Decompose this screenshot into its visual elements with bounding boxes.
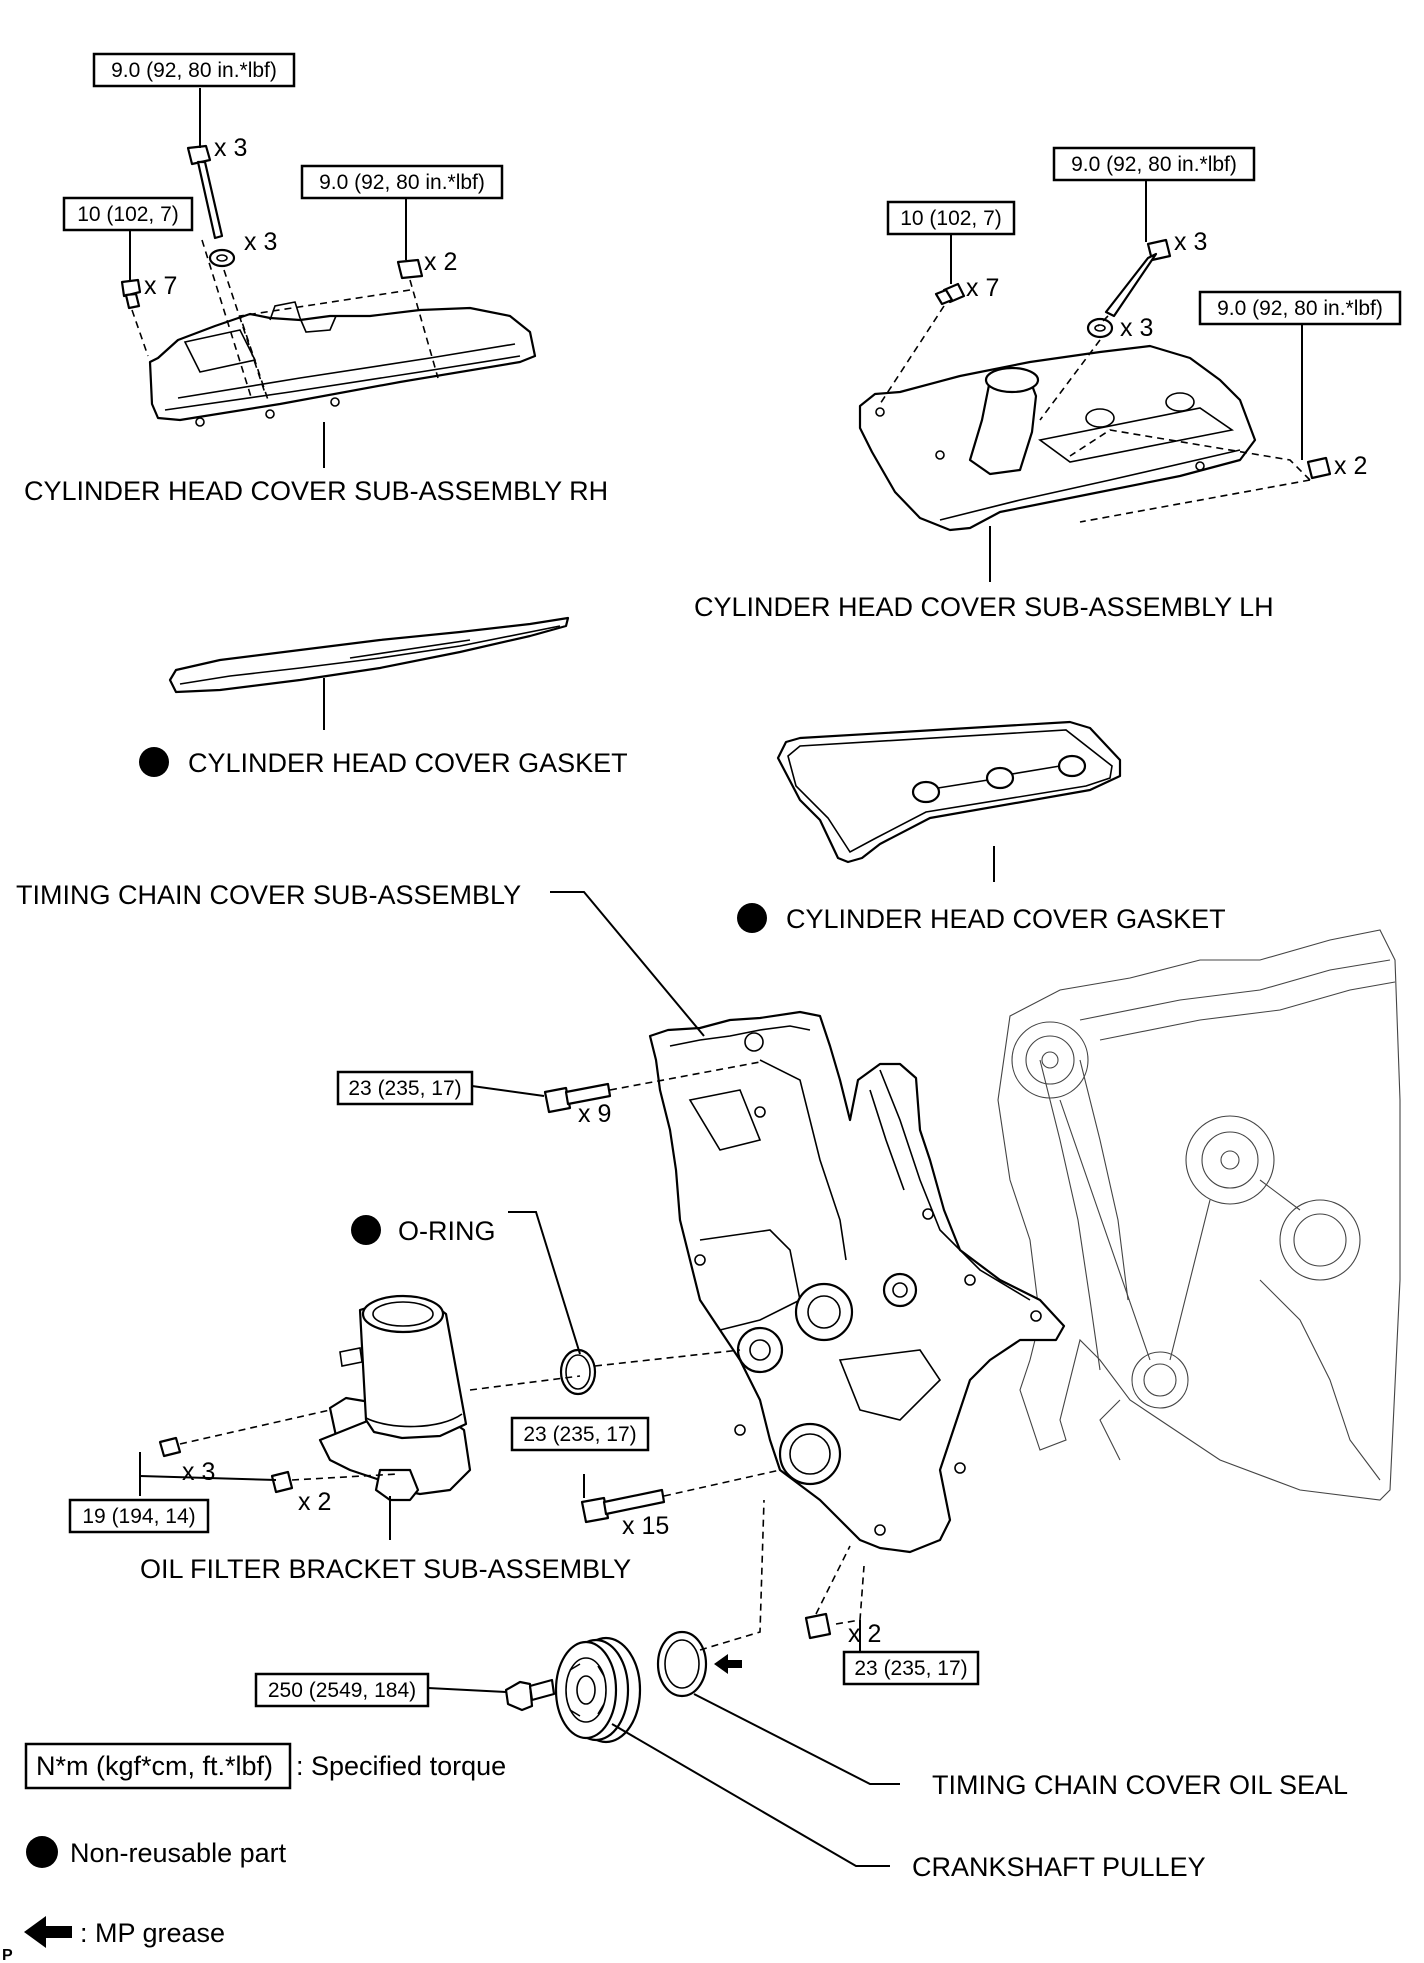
- o-ring: [559, 1348, 597, 1396]
- torque-box-rh-nut: 9.0 (92, 80 in.*lbf): [300, 164, 504, 200]
- qty-rh-short-bolt: x 7: [144, 272, 177, 300]
- legend-grease: : MP grease: [24, 1916, 225, 1948]
- torque-value: 23 (235, 17): [523, 1423, 636, 1446]
- qty-rh-washer: x 3: [244, 228, 277, 256]
- torque-box-oil-filter-bracket: 19 (194, 14): [68, 1498, 210, 1534]
- legend-grease-text: : MP grease: [80, 1918, 225, 1948]
- qty-lh-washer: x 3: [1120, 314, 1153, 342]
- torque-value: 9.0 (92, 80 in.*lbf): [1071, 153, 1237, 176]
- non-reusable-mark-gasket-lh: [737, 903, 767, 933]
- qty-bracket-nut: x 2: [298, 1488, 331, 1516]
- qty-chain-cover-upper: x 9: [578, 1100, 611, 1128]
- label-gasket-rh: CYLINDER HEAD COVER GASKET: [188, 748, 628, 778]
- crank-pulley-bolt: [504, 1678, 556, 1712]
- torque-value: 19 (194, 14): [82, 1505, 195, 1528]
- qty-lh-short-bolt: x 7: [966, 274, 999, 302]
- torque-value: 9.0 (92, 80 in.*lbf): [1217, 297, 1383, 320]
- bracket-bolt: [158, 1436, 182, 1458]
- chain-cover-nut: [804, 1612, 832, 1640]
- grease-arrow-icon: [24, 1916, 72, 1948]
- non-reusable-icon: [26, 1836, 58, 1868]
- torque-box-rh-short-bolt: 10 (102, 7): [62, 196, 194, 232]
- torque-box-lh-short-bolt: 10 (102, 7): [886, 200, 1016, 236]
- cylinder-head-cover-lh: [858, 344, 1257, 532]
- label-timing-cover: TIMING CHAIN COVER SUB-ASSEMBLY: [16, 880, 521, 910]
- lh-short-bolt: [934, 282, 966, 306]
- torque-box-rh-long-bolt: 9.0 (92, 80 in.*lbf): [92, 52, 296, 88]
- oil-filter-bracket: [318, 1294, 472, 1502]
- lh-nut: [1306, 456, 1332, 480]
- torque-box-crank-pulley: 250 (2549, 184): [254, 1672, 430, 1708]
- bracket-nut: [270, 1470, 294, 1494]
- qty-chain-cover-lower: x 15: [622, 1512, 669, 1540]
- rh-washer: [208, 248, 236, 268]
- timing-chain-cover-oil-seal: [656, 1630, 708, 1698]
- lh-long-bolt: [1104, 238, 1172, 318]
- torque-value: 250 (2549, 184): [268, 1679, 416, 1702]
- torque-value: 9.0 (92, 80 in.*lbf): [111, 59, 277, 82]
- torque-value: 23 (235, 17): [854, 1657, 967, 1680]
- rh-short-bolt: [120, 278, 142, 310]
- qty-rh-nut: x 2: [424, 248, 457, 276]
- torque-box-chain-cover-lower: 23 (235, 17): [510, 1416, 650, 1452]
- rh-nut: [396, 258, 424, 280]
- torque-value: 23 (235, 17): [348, 1077, 461, 1100]
- legend-torque: N*m (kgf*cm, ft.*lbf) : Specified torque: [24, 1742, 506, 1790]
- label-cover-lh: CYLINDER HEAD COVER SUB-ASSEMBLY LH: [694, 592, 1274, 622]
- label-o-ring: O-RING: [398, 1216, 496, 1246]
- chain-cover-lower-bolt: [580, 1488, 666, 1524]
- qty-chain-cover-nut: x 2: [848, 1620, 881, 1648]
- torque-box-lh-long-bolt: 9.0 (92, 80 in.*lbf): [1052, 146, 1256, 182]
- non-reusable-mark-o-ring: [351, 1215, 381, 1245]
- engine-block: [997, 929, 1401, 1501]
- timing-chain-cover: [648, 1010, 1066, 1554]
- legend-torque-text: : Specified torque: [296, 1751, 506, 1781]
- rh-long-bolt: [186, 144, 224, 240]
- label-crank-pulley: CRANKSHAFT PULLEY: [912, 1852, 1206, 1882]
- torque-box-lh-nut: 9.0 (92, 80 in.*lbf): [1198, 290, 1402, 326]
- lh-washer: [1086, 317, 1114, 339]
- qty-lh-nut: x 2: [1334, 452, 1367, 480]
- torque-box-chain-cover-upper: 23 (235, 17): [336, 1070, 474, 1106]
- torque-box-chain-cover-nut: 23 (235, 17): [842, 1650, 980, 1686]
- torque-value: 10 (102, 7): [77, 203, 179, 226]
- label-oil-filter-bracket: OIL FILTER BRACKET SUB-ASSEMBLY: [140, 1554, 631, 1584]
- cylinder-head-cover-gasket-rh: [168, 616, 570, 694]
- legend-non-reusable: Non-reusable part: [26, 1836, 287, 1868]
- non-reusable-mark-gasket-rh: [139, 747, 169, 777]
- chain-cover-upper-bolt: [543, 1082, 612, 1114]
- torque-value: 9.0 (92, 80 in.*lbf): [319, 171, 485, 194]
- torque-value: 10 (102, 7): [900, 207, 1002, 230]
- qty-lh-long-bolt: x 3: [1174, 228, 1207, 256]
- cylinder-head-cover-gasket-lh: [776, 720, 1122, 864]
- qty-bracket-bolt: x 3: [182, 1458, 215, 1486]
- label-gasket-lh: CYLINDER HEAD COVER GASKET: [786, 904, 1226, 934]
- legend-torque-unit: N*m (kgf*cm, ft.*lbf): [36, 1751, 273, 1781]
- cylinder-head-cover-rh: [148, 301, 537, 427]
- legend-non-reusable-text: Non-reusable part: [70, 1838, 287, 1868]
- label-cover-rh: CYLINDER HEAD COVER SUB-ASSEMBLY RH: [24, 476, 608, 506]
- mp-grease-arrow-seal: [714, 1654, 742, 1674]
- corner-mark: P: [2, 1947, 13, 1963]
- qty-rh-long-bolt: x 3: [214, 134, 247, 162]
- label-oil-seal: TIMING CHAIN COVER OIL SEAL: [932, 1770, 1348, 1800]
- crankshaft-pulley: [554, 1636, 642, 1744]
